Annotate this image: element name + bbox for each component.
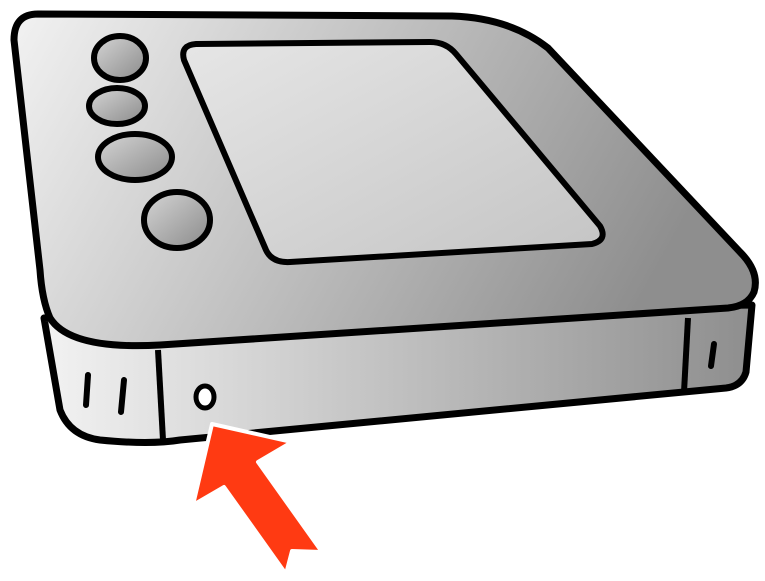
device-button-2 — [89, 88, 145, 124]
reset-pinhole-icon — [196, 386, 214, 408]
device-button-1 — [94, 36, 146, 80]
vent-slot-icon — [711, 344, 714, 366]
vent-slot-icon — [86, 375, 88, 405]
vent-slot-icon — [121, 380, 124, 412]
device-button-3 — [98, 134, 172, 180]
front-right-divider — [684, 318, 688, 392]
device-button-4 — [144, 192, 210, 248]
red-pointer-arrow-icon — [193, 424, 322, 574]
